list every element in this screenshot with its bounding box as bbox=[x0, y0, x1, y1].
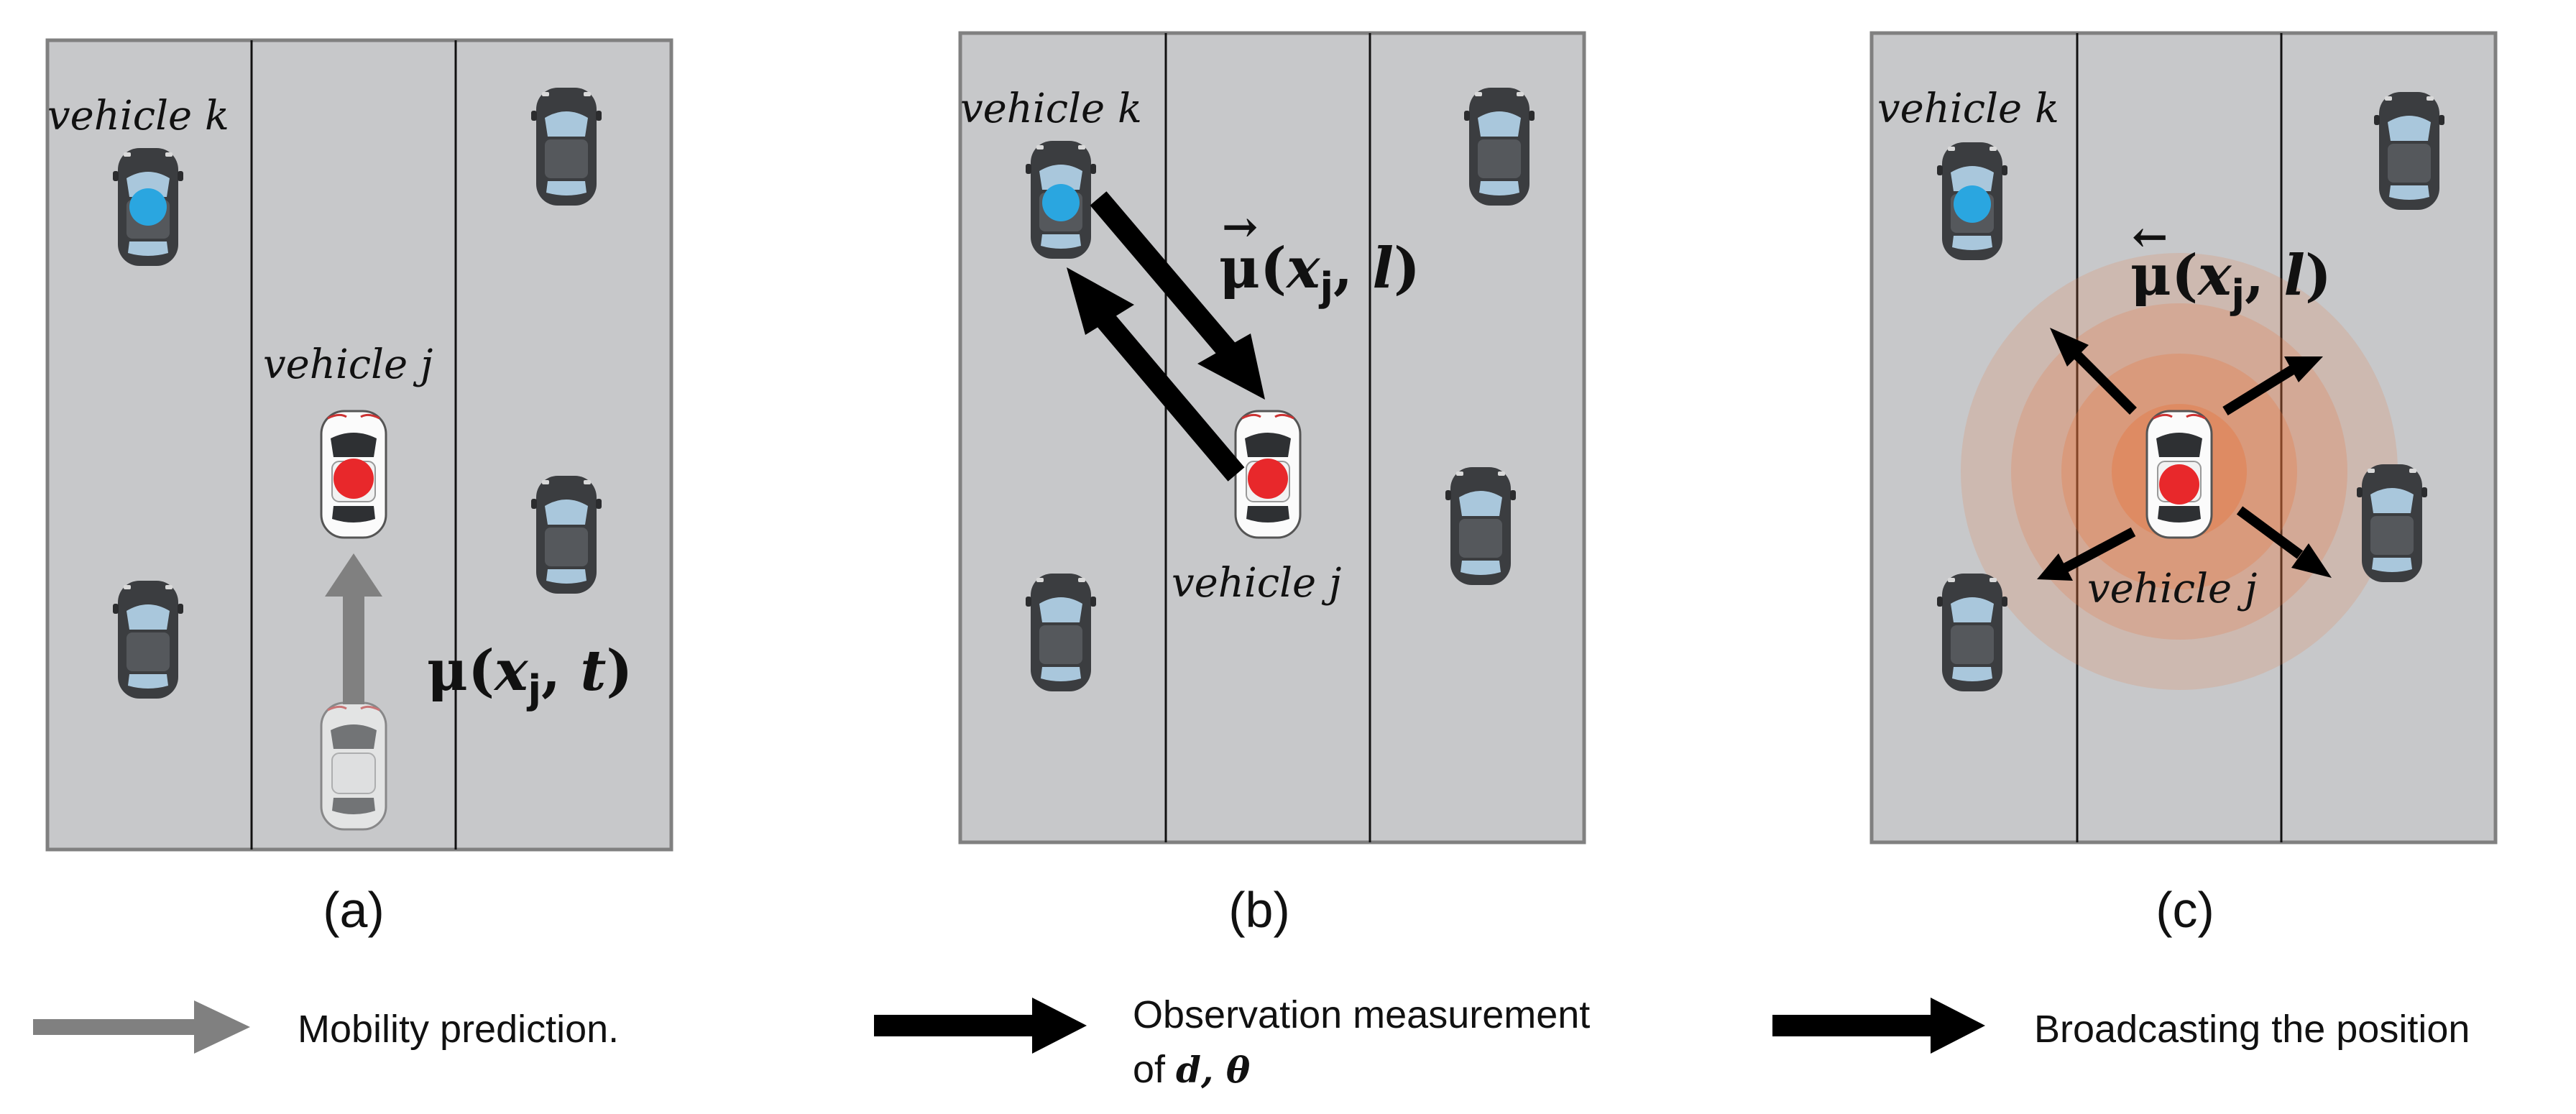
vehicle-car bbox=[531, 476, 602, 594]
vehicle-car bbox=[2374, 92, 2444, 210]
legend-arrowhead-black bbox=[1931, 998, 1985, 1054]
vehicle-k-marker bbox=[1042, 184, 1080, 221]
legend: Mobility prediction. Observation measure… bbox=[33, 993, 2470, 1091]
formula-b-accent: → bbox=[1222, 202, 1258, 252]
vehicle-car bbox=[1026, 574, 1096, 691]
legend-arrowhead-black bbox=[1032, 998, 1087, 1054]
vehicle-k-label: vehicle k bbox=[960, 86, 1142, 132]
mobility-prediction-arrowhead bbox=[325, 553, 382, 597]
vehicle-k-marker bbox=[1954, 185, 1991, 223]
vehicle-car bbox=[1937, 574, 2007, 691]
legend-label-observation: Observation measurement bbox=[1133, 993, 1590, 1036]
legend-arrow-black bbox=[1772, 1015, 1935, 1036]
vehicle-j-marker bbox=[334, 459, 374, 499]
vehicle-j-label: vehicle j bbox=[2087, 566, 2257, 612]
legend-label-mobility: Mobility prediction. bbox=[298, 1008, 619, 1051]
panel-caption: (a) bbox=[323, 882, 385, 938]
vehicle-car bbox=[531, 88, 602, 206]
vehicle-k-label: vehicle k bbox=[47, 93, 229, 139]
vehicle-k-label: vehicle k bbox=[1877, 86, 2059, 132]
formula-b: μ(xj, l) bbox=[1219, 236, 1420, 310]
observation-arrow-to-j bbox=[1090, 191, 1238, 359]
panel-a: vehicle k vehicle j μ(xj, t) (a) bbox=[45, 38, 673, 938]
panel-caption: (c) bbox=[2156, 882, 2214, 938]
panel-b: vehicle k vehicle j μ(xj, l) → (b) bbox=[958, 31, 1586, 938]
vehicle-car bbox=[1464, 88, 1535, 206]
legend-item-observation: Observation measurement of d, θ bbox=[874, 993, 1590, 1091]
legend-label-observation-line2: of d, θ bbox=[1133, 1048, 1251, 1091]
formula-a: μ(xj, t) bbox=[427, 638, 632, 712]
vehicle-j-marker bbox=[2159, 464, 2199, 505]
observation-arrowhead bbox=[1197, 333, 1265, 400]
legend-arrowhead-gray bbox=[194, 1000, 250, 1054]
legend-arrow-gray bbox=[33, 1019, 198, 1035]
vehicle-j-label: vehicle j bbox=[263, 341, 433, 388]
legend-item-broadcasting: Broadcasting the position bbox=[1772, 998, 2470, 1054]
broadcast-arrows bbox=[2063, 346, 2304, 573]
formula-c: μ(xj, l) bbox=[2130, 243, 2332, 317]
vehicle-j-label: vehicle j bbox=[1172, 560, 1341, 607]
panel-c: vehicle k vehicle j μ(xj, l) ← (c) bbox=[1869, 31, 2498, 938]
vehicle-car bbox=[1445, 467, 1516, 585]
legend-item-mobility-prediction: Mobility prediction. bbox=[33, 1000, 619, 1054]
panel-caption: (b) bbox=[1228, 882, 1290, 938]
observation-arrow-to-k bbox=[1092, 308, 1245, 482]
vehicle-car bbox=[113, 581, 183, 699]
observation-arrowhead bbox=[1067, 267, 1134, 335]
broadcast-arrowheads bbox=[2037, 328, 2332, 581]
vehicle-car bbox=[2357, 464, 2427, 582]
vehicle-j-marker bbox=[1248, 459, 1288, 499]
legend-arrow-black bbox=[874, 1015, 1036, 1036]
vehicle-j-previous-car bbox=[320, 701, 387, 831]
legend-label-broadcasting: Broadcasting the position bbox=[2034, 1008, 2470, 1051]
vehicle-k-marker bbox=[129, 188, 167, 226]
formula-c-accent: ← bbox=[2132, 212, 2168, 262]
